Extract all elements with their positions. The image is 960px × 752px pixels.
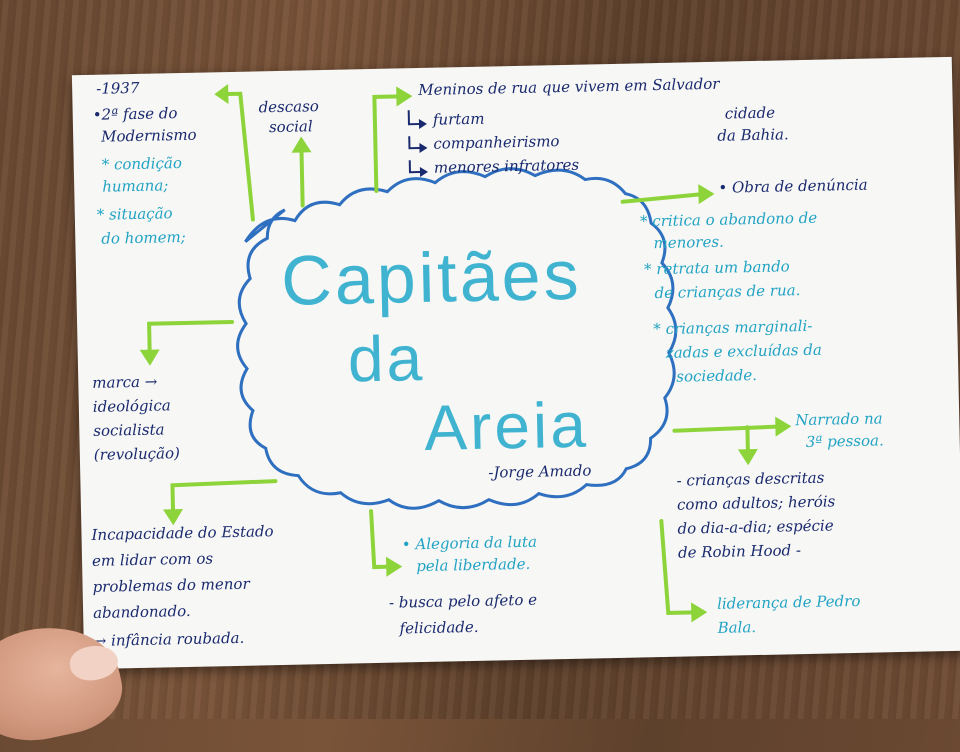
note-criancas-1: * crianças marginali- [653,316,813,339]
note-alegoria-1: • Alegoria da luta [401,532,538,554]
central-cloud [236,167,678,510]
note-descaso-1: descaso [258,97,320,117]
arrow-to-narrado [672,424,782,433]
note-incap-5: → infância roubada. [93,628,245,650]
arrow-to-1937 [220,91,255,222]
note-menores: menores infratores [433,155,580,177]
author: -Jorge Amado [488,461,592,482]
note-year: -1937 [95,78,140,98]
note-ideo-3: (revolução) [93,444,181,464]
note-retrata-1: * retrata um bando [643,257,790,279]
note-ideo-2: socialista [93,420,165,440]
note-phase-1: •2ª fase do [92,104,178,124]
arrow-to-marca [147,319,235,356]
sub-arrows [407,110,424,174]
note-adultos-1: - crianças descritas [676,468,825,490]
note-obra: • Obra de denúncia [718,175,868,197]
note-descaso-2: social [268,117,313,137]
arrow-to-meninos [372,94,405,193]
note-ideo-1: ideológica [92,396,171,416]
note-adultos-4: de Robin Hood - [677,541,802,562]
note-incap-4: abandonado. [92,601,191,622]
note-cidade-2: da Bahia. [717,125,789,145]
note-narrado-1: Narrado na [795,409,883,430]
connector-arrows [147,91,782,615]
note-busca-1: - busca pelo afeto e [388,590,538,612]
note-criancas-2: zadas e excluídas da [665,340,823,362]
title-line-3: Areia [423,388,590,464]
note-busca-2: felicidade. [399,617,479,638]
note-companheirismo: companheirismo [433,132,560,153]
note-item1-1: * condição [101,153,183,174]
arrow-to-lideranca [659,519,698,615]
arrow-to-criancas-adultos [745,425,750,456]
note-incap-2: em lidar com os [91,549,214,570]
mind-map-drawing [139,84,792,623]
note-criancas-3: sociedade. [676,366,758,386]
note-lideranca-1: liderança de Pedro [716,591,861,613]
arrow-to-incapacidade [170,479,278,516]
note-marca: marca → [92,372,158,392]
note-lideranca-2: Bala. [717,618,757,637]
title-line-2: da [347,321,426,396]
note-cidade-1: cidade [724,103,776,123]
note-adultos-2: como adultos; heróis [676,492,836,514]
arrow-to-obra [620,192,705,204]
arrow-to-descaso [299,146,305,208]
arrow-heads [139,84,792,623]
note-critica-2: menores. [653,232,725,253]
note-phase-2: Modernismo [100,125,197,146]
mind-map-paper: Capitães da Areia -Jorge Amado -1937 •2ª… [71,56,960,670]
note-narrado-2: 3ª pessoa. [805,431,884,451]
note-adultos-3: do dia-a-dia; espécie [677,516,834,538]
note-item2-2: do homem; [101,227,186,248]
note-furtam: furtam [432,109,485,129]
note-alegoria-2: pela liberdade. [416,554,531,576]
note-incap-3: problemas do menor [92,574,250,596]
note-item2-1: * situação [96,204,173,224]
title-line-1: Capitães [280,235,583,320]
note-item1-2: humana; [102,176,169,196]
note-retrata-2: de crianças de rua. [654,281,801,303]
